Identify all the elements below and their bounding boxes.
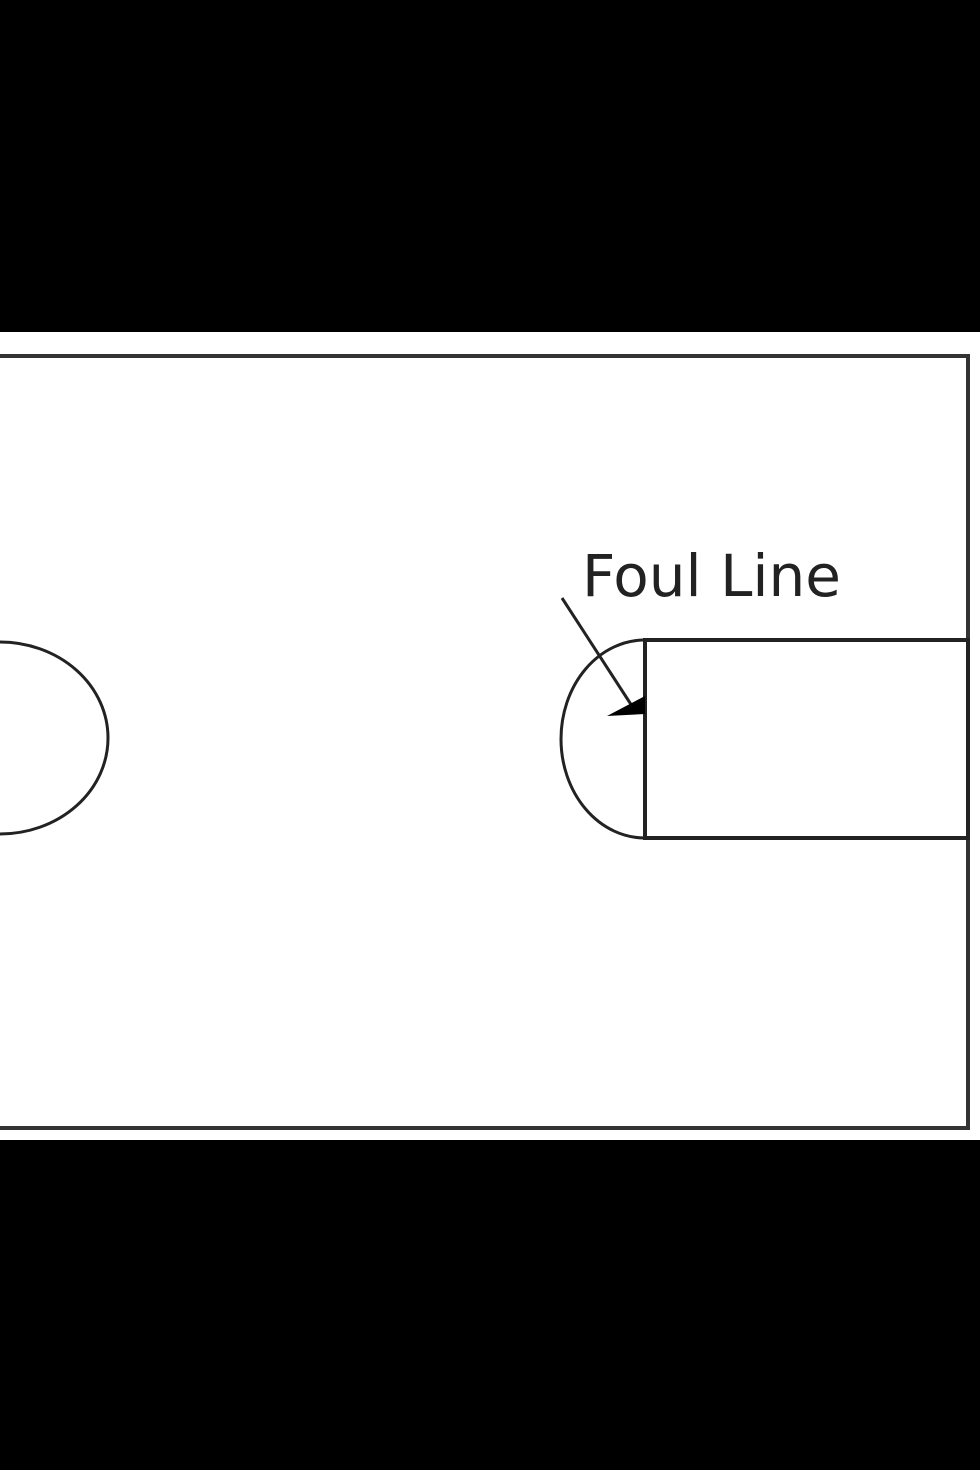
center-circle xyxy=(0,640,110,836)
foul-line-arrow xyxy=(560,597,634,707)
arrow-head-icon xyxy=(607,696,645,716)
court-background xyxy=(0,332,980,1140)
free-throw-circle xyxy=(559,638,646,840)
free-throw-lane xyxy=(643,638,970,840)
foul-line-label: Foul Line xyxy=(582,542,841,610)
